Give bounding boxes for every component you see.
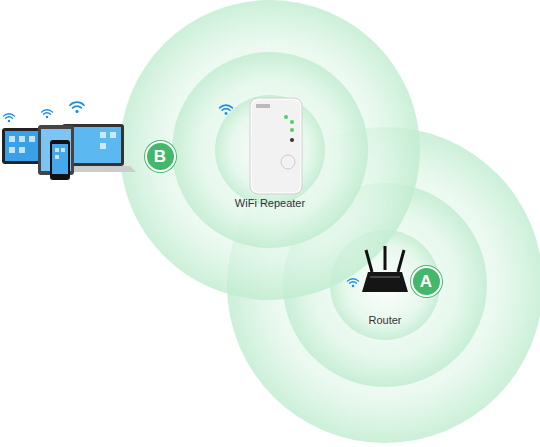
router-device — [362, 246, 408, 292]
repeater-range — [120, 0, 420, 300]
device-label: WiFi Repeater — [235, 197, 305, 209]
repeater-device — [250, 98, 302, 194]
device-label: Router — [368, 314, 401, 326]
client-devices — [2, 124, 136, 180]
badge-circle: A — [411, 266, 442, 297]
badge-letter: B — [154, 148, 166, 165]
badge-letter: A — [420, 273, 432, 290]
badge-circle: B — [145, 141, 176, 172]
